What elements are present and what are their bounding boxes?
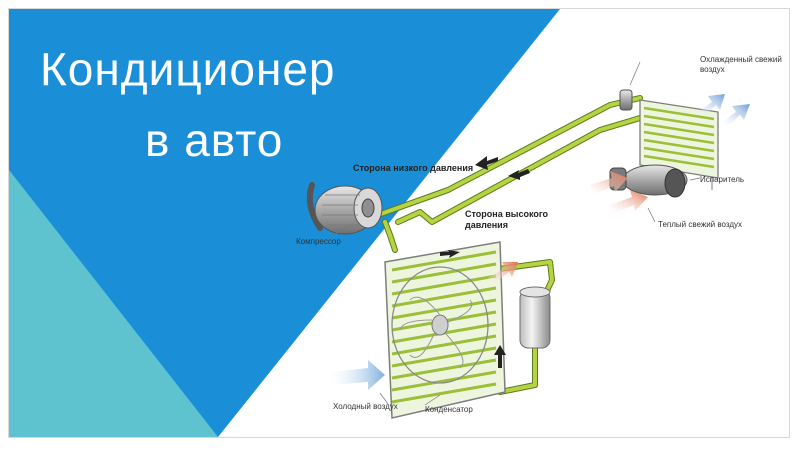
title-line-1: Кондиционер (40, 43, 336, 95)
flow-arrows (440, 156, 530, 368)
leader-lines (329, 61, 701, 406)
condenser-coils (391, 250, 497, 404)
blower-fan (664, 168, 686, 198)
fan-hub (431, 314, 449, 336)
receiver-drier (519, 286, 551, 349)
pulley-center (361, 198, 375, 218)
label-low-pressure: Сторона низкого давления (353, 163, 474, 173)
hot-air-arrow (488, 262, 518, 284)
label-cooled-air-2: воздух (700, 65, 725, 74)
compressor (306, 182, 383, 235)
expansion-valve (619, 89, 633, 111)
condenser-drier-pipe (490, 260, 554, 297)
high-pressure-pipe (396, 116, 642, 224)
blower (609, 164, 688, 198)
warm-air-arrow-1 (590, 171, 628, 194)
label-cold-air: Холодный воздух (333, 402, 398, 411)
warm-air-arrow-2 (610, 190, 648, 213)
teal-triangle (9, 170, 218, 437)
drier-return-pipe (498, 343, 537, 394)
label-condenser: Конденсатор (425, 405, 473, 414)
evaporator-coils (643, 106, 715, 169)
airflow-arrows (330, 94, 750, 390)
label-cooled-air-1: Охлажденный свежий (700, 55, 782, 64)
condenser (384, 241, 506, 419)
flow-arrow-low-pressure (475, 156, 498, 170)
label-compressor: Компрессор (296, 237, 341, 246)
refrigerant-pipes (375, 95, 643, 395)
blue-triangle (9, 9, 560, 437)
flow-arrow-high-pressure (508, 169, 530, 180)
label-evaporator: Испаритель (700, 175, 745, 184)
label-warm-air: Теплый свежий воздух (658, 220, 743, 229)
drier-cap (519, 286, 551, 298)
flow-arrow-condenser (440, 250, 460, 258)
flow-arrow-up (494, 345, 506, 368)
compressor-ribs (322, 194, 360, 226)
compressor-condenser-pipe (383, 220, 397, 252)
cooled-air-arrow-2 (722, 104, 750, 126)
cold-air-arrow (330, 360, 385, 390)
cooled-air-arrow-1 (698, 94, 725, 116)
title-line-2: в авто (145, 114, 284, 166)
label-high-pressure-1: Сторона высокого (465, 209, 548, 219)
fan-blades (399, 296, 473, 369)
compressor-bracket (306, 182, 323, 231)
condenser-fan (391, 266, 489, 384)
low-pressure-pipe (376, 96, 642, 217)
image-frame (8, 8, 790, 438)
label-high-pressure-2: давления (465, 220, 508, 230)
drier-body (519, 289, 551, 349)
